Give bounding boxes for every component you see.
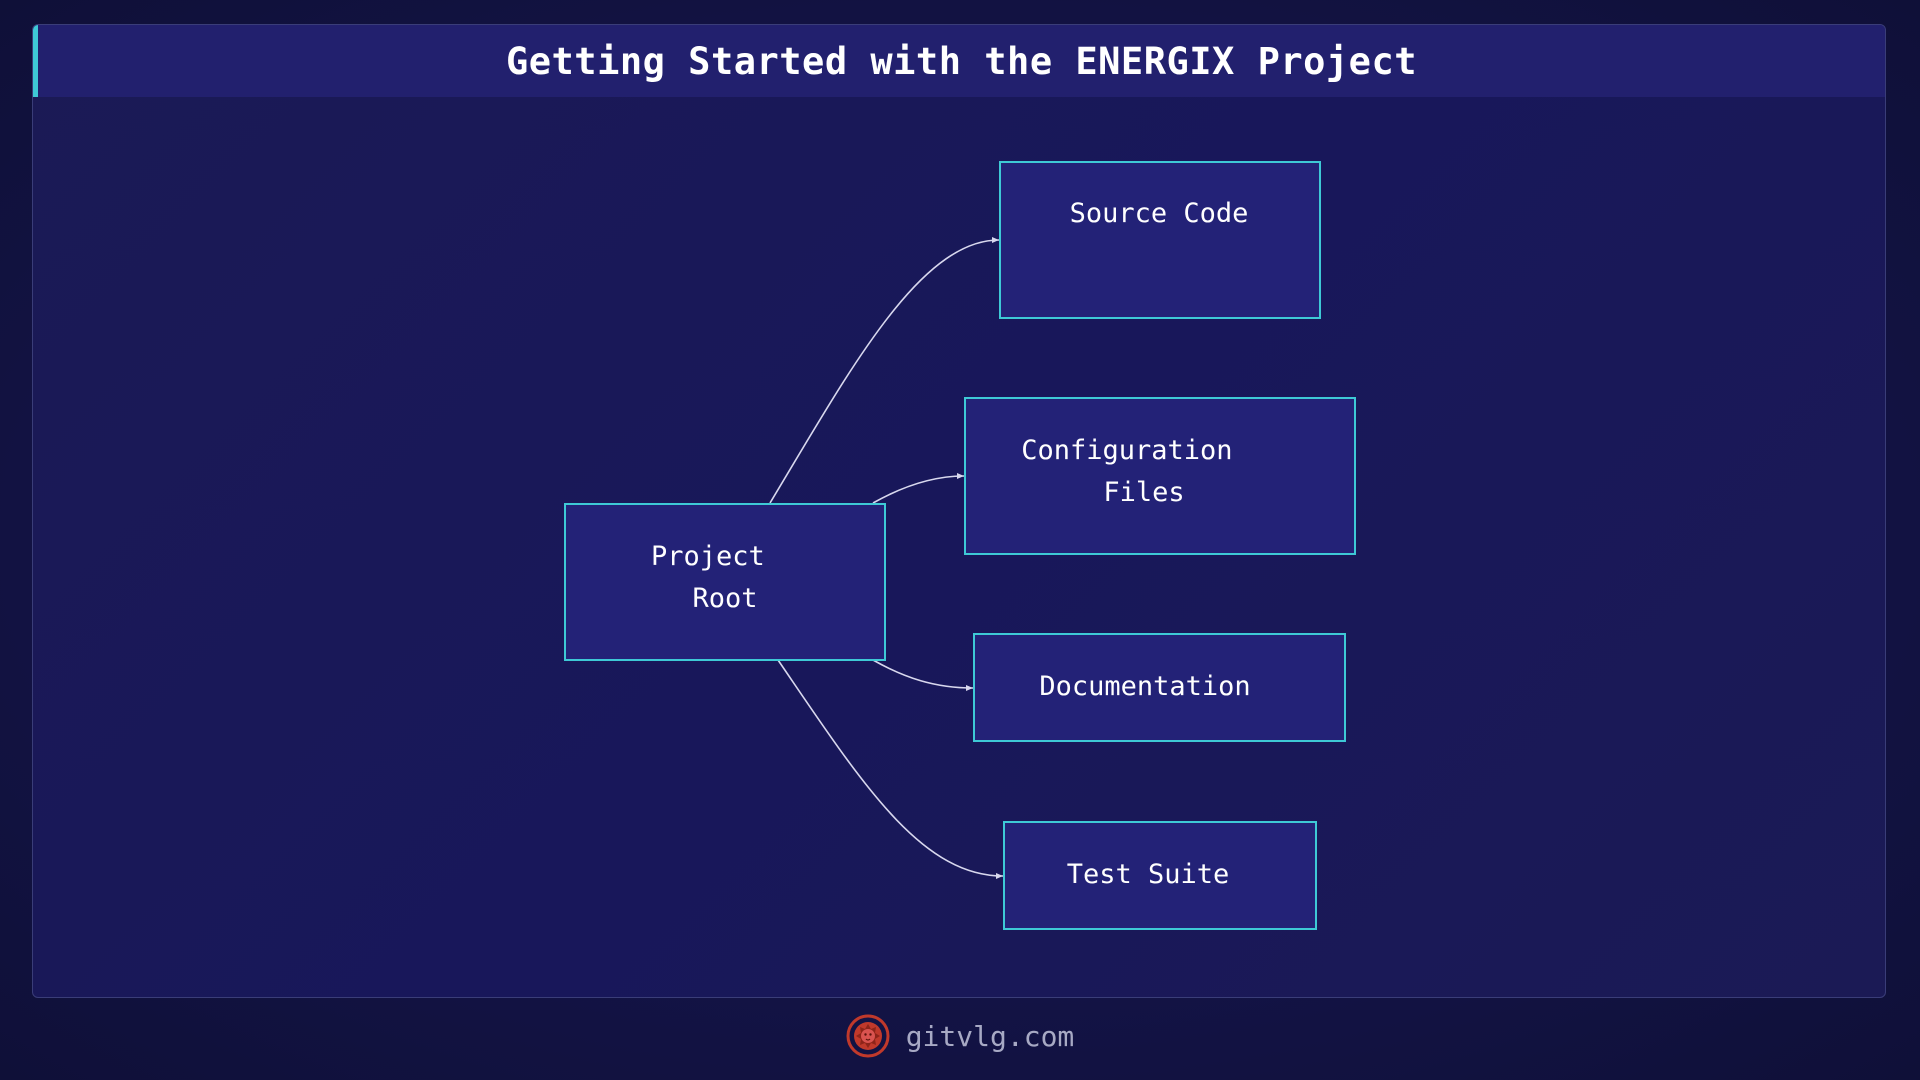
- node-project-root-label: Project Root: [651, 541, 781, 614]
- node-source-code-label: Source Code: [1070, 198, 1249, 229]
- node-configuration-files-label: Configuration Files: [1021, 435, 1249, 508]
- diagram-panel: Getting Started with the ENERGIX Project: [32, 24, 1886, 998]
- edge-root-to-source: [769, 237, 1000, 504]
- lion-icon: [846, 1014, 890, 1058]
- node-configuration-files: Configuration Files: [964, 397, 1356, 555]
- footer-site-link[interactable]: gitvlg.com: [905, 1019, 1075, 1053]
- title-bar: Getting Started with the ENERGIX Project: [33, 25, 1885, 97]
- node-documentation-label: Documentation: [1039, 671, 1250, 702]
- edge-root-to-config: [872, 473, 965, 504]
- footer: gitvlg.com: [0, 1008, 1920, 1064]
- edge-root-to-tests: [777, 659, 1004, 879]
- page-title: Getting Started with the ENERGIX Project: [505, 39, 1418, 83]
- node-test-suite-label: Test Suite: [1067, 859, 1230, 890]
- node-project-root: Project Root: [564, 503, 886, 661]
- node-source-code: Source Code: [999, 161, 1321, 319]
- node-documentation: Documentation: [973, 633, 1346, 742]
- edge-root-to-docs: [872, 659, 974, 691]
- node-test-suite: Test Suite: [1003, 821, 1317, 930]
